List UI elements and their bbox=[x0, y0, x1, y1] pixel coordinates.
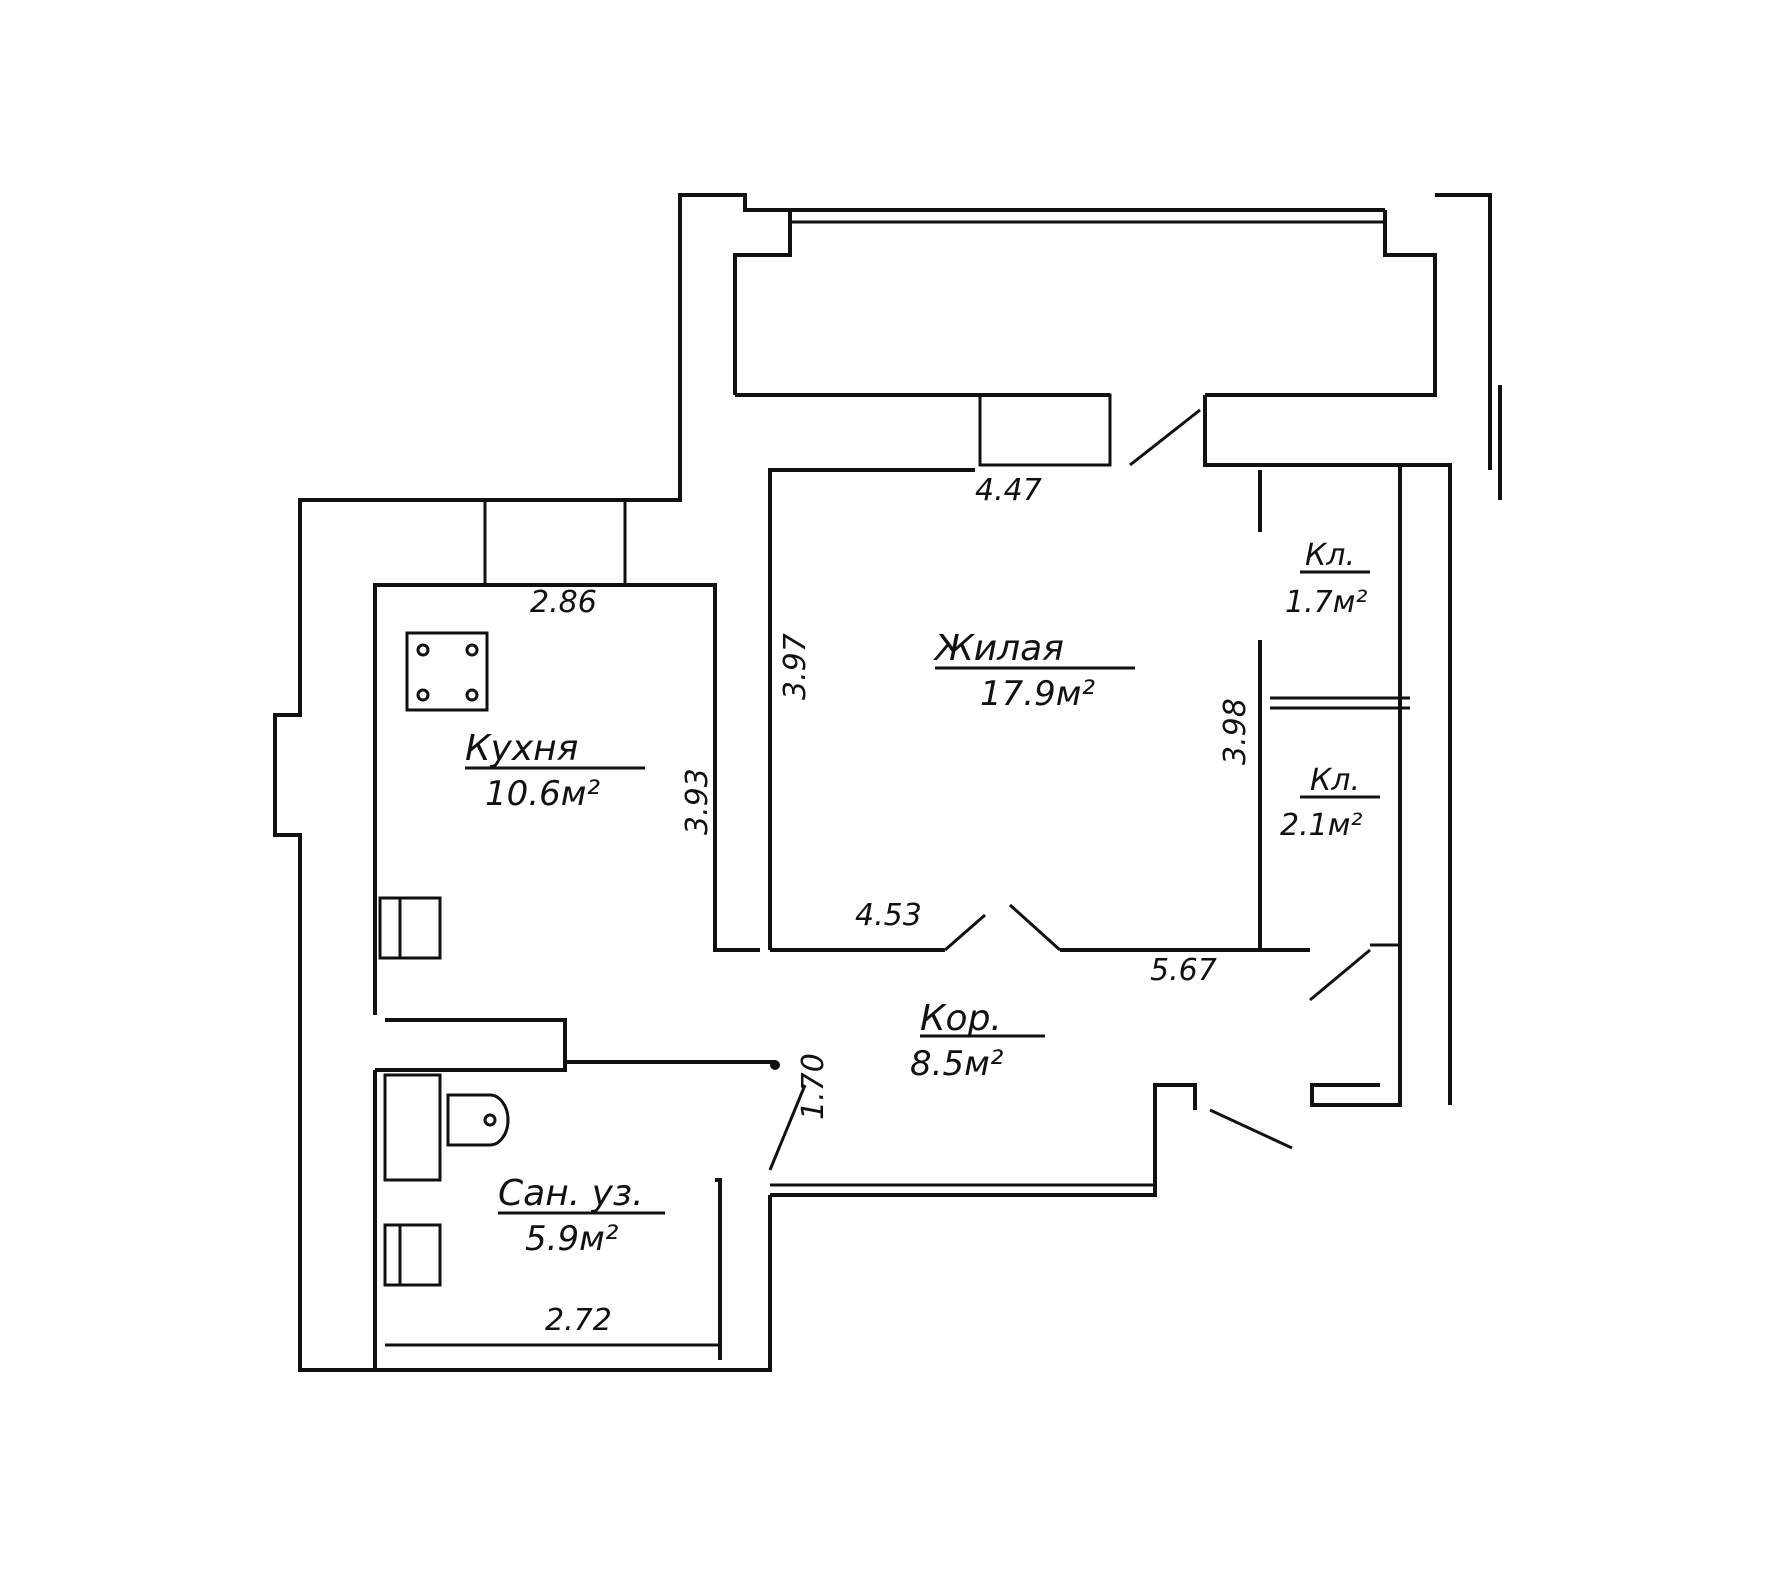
closet1-area: 1.7м² bbox=[1285, 585, 1367, 620]
bathroom-area: 5.9м² bbox=[525, 1219, 619, 1259]
closets bbox=[1309, 943, 1400, 1002]
closet1-name: Кл. bbox=[1305, 538, 1355, 573]
living-room-area: 17.9м² bbox=[980, 674, 1095, 714]
dim-kitchen-right: 3.93 bbox=[680, 768, 715, 835]
balcony bbox=[678, 193, 1502, 500]
bathtub-icon bbox=[383, 1073, 442, 1182]
dim-corridor-right: 5.67 bbox=[1150, 953, 1217, 988]
closet2-name: Кл. bbox=[1310, 763, 1360, 798]
stove-icon bbox=[405, 631, 489, 712]
kitchen bbox=[373, 498, 780, 1072]
corridor-name: Кор. bbox=[920, 998, 1002, 1039]
corridor bbox=[768, 1083, 1293, 1197]
kitchen-area: 10.6м² bbox=[485, 774, 600, 814]
dim-living-bottom: 4.53 bbox=[855, 898, 922, 933]
bathroom-name: Сан. уз. bbox=[498, 1173, 644, 1214]
dim-living-right: 3.98 bbox=[1218, 698, 1253, 765]
dimension-labels: 4.47 2.86 3.97 3.93 3.98 4.53 5.67 1.70 … bbox=[530, 473, 1253, 1338]
dim-bath-bottom: 2.72 bbox=[545, 1303, 612, 1338]
dim-bath-door: 1.70 bbox=[796, 1053, 831, 1120]
living-room-name: Жилая bbox=[933, 628, 1064, 669]
corridor-area: 8.5м² bbox=[910, 1044, 1004, 1084]
sink-icon bbox=[378, 896, 442, 960]
room-labels: Жилая 17.9м² Кухня 10.6м² Кор. 8.5м² Сан… bbox=[465, 538, 1380, 1259]
dim-living-top: 4.47 bbox=[975, 473, 1042, 508]
bathroom bbox=[373, 1070, 722, 1370]
dim-kitchen-top: 2.86 bbox=[530, 585, 597, 620]
closet2-area: 2.1м² bbox=[1280, 808, 1362, 843]
toilet-icon bbox=[446, 1093, 510, 1147]
exterior-walls bbox=[273, 395, 1452, 1372]
kitchen-name: Кухня bbox=[465, 728, 578, 769]
living-room bbox=[768, 468, 1410, 952]
dim-living-left: 3.97 bbox=[778, 633, 813, 700]
washbasin-icon bbox=[383, 1223, 442, 1287]
